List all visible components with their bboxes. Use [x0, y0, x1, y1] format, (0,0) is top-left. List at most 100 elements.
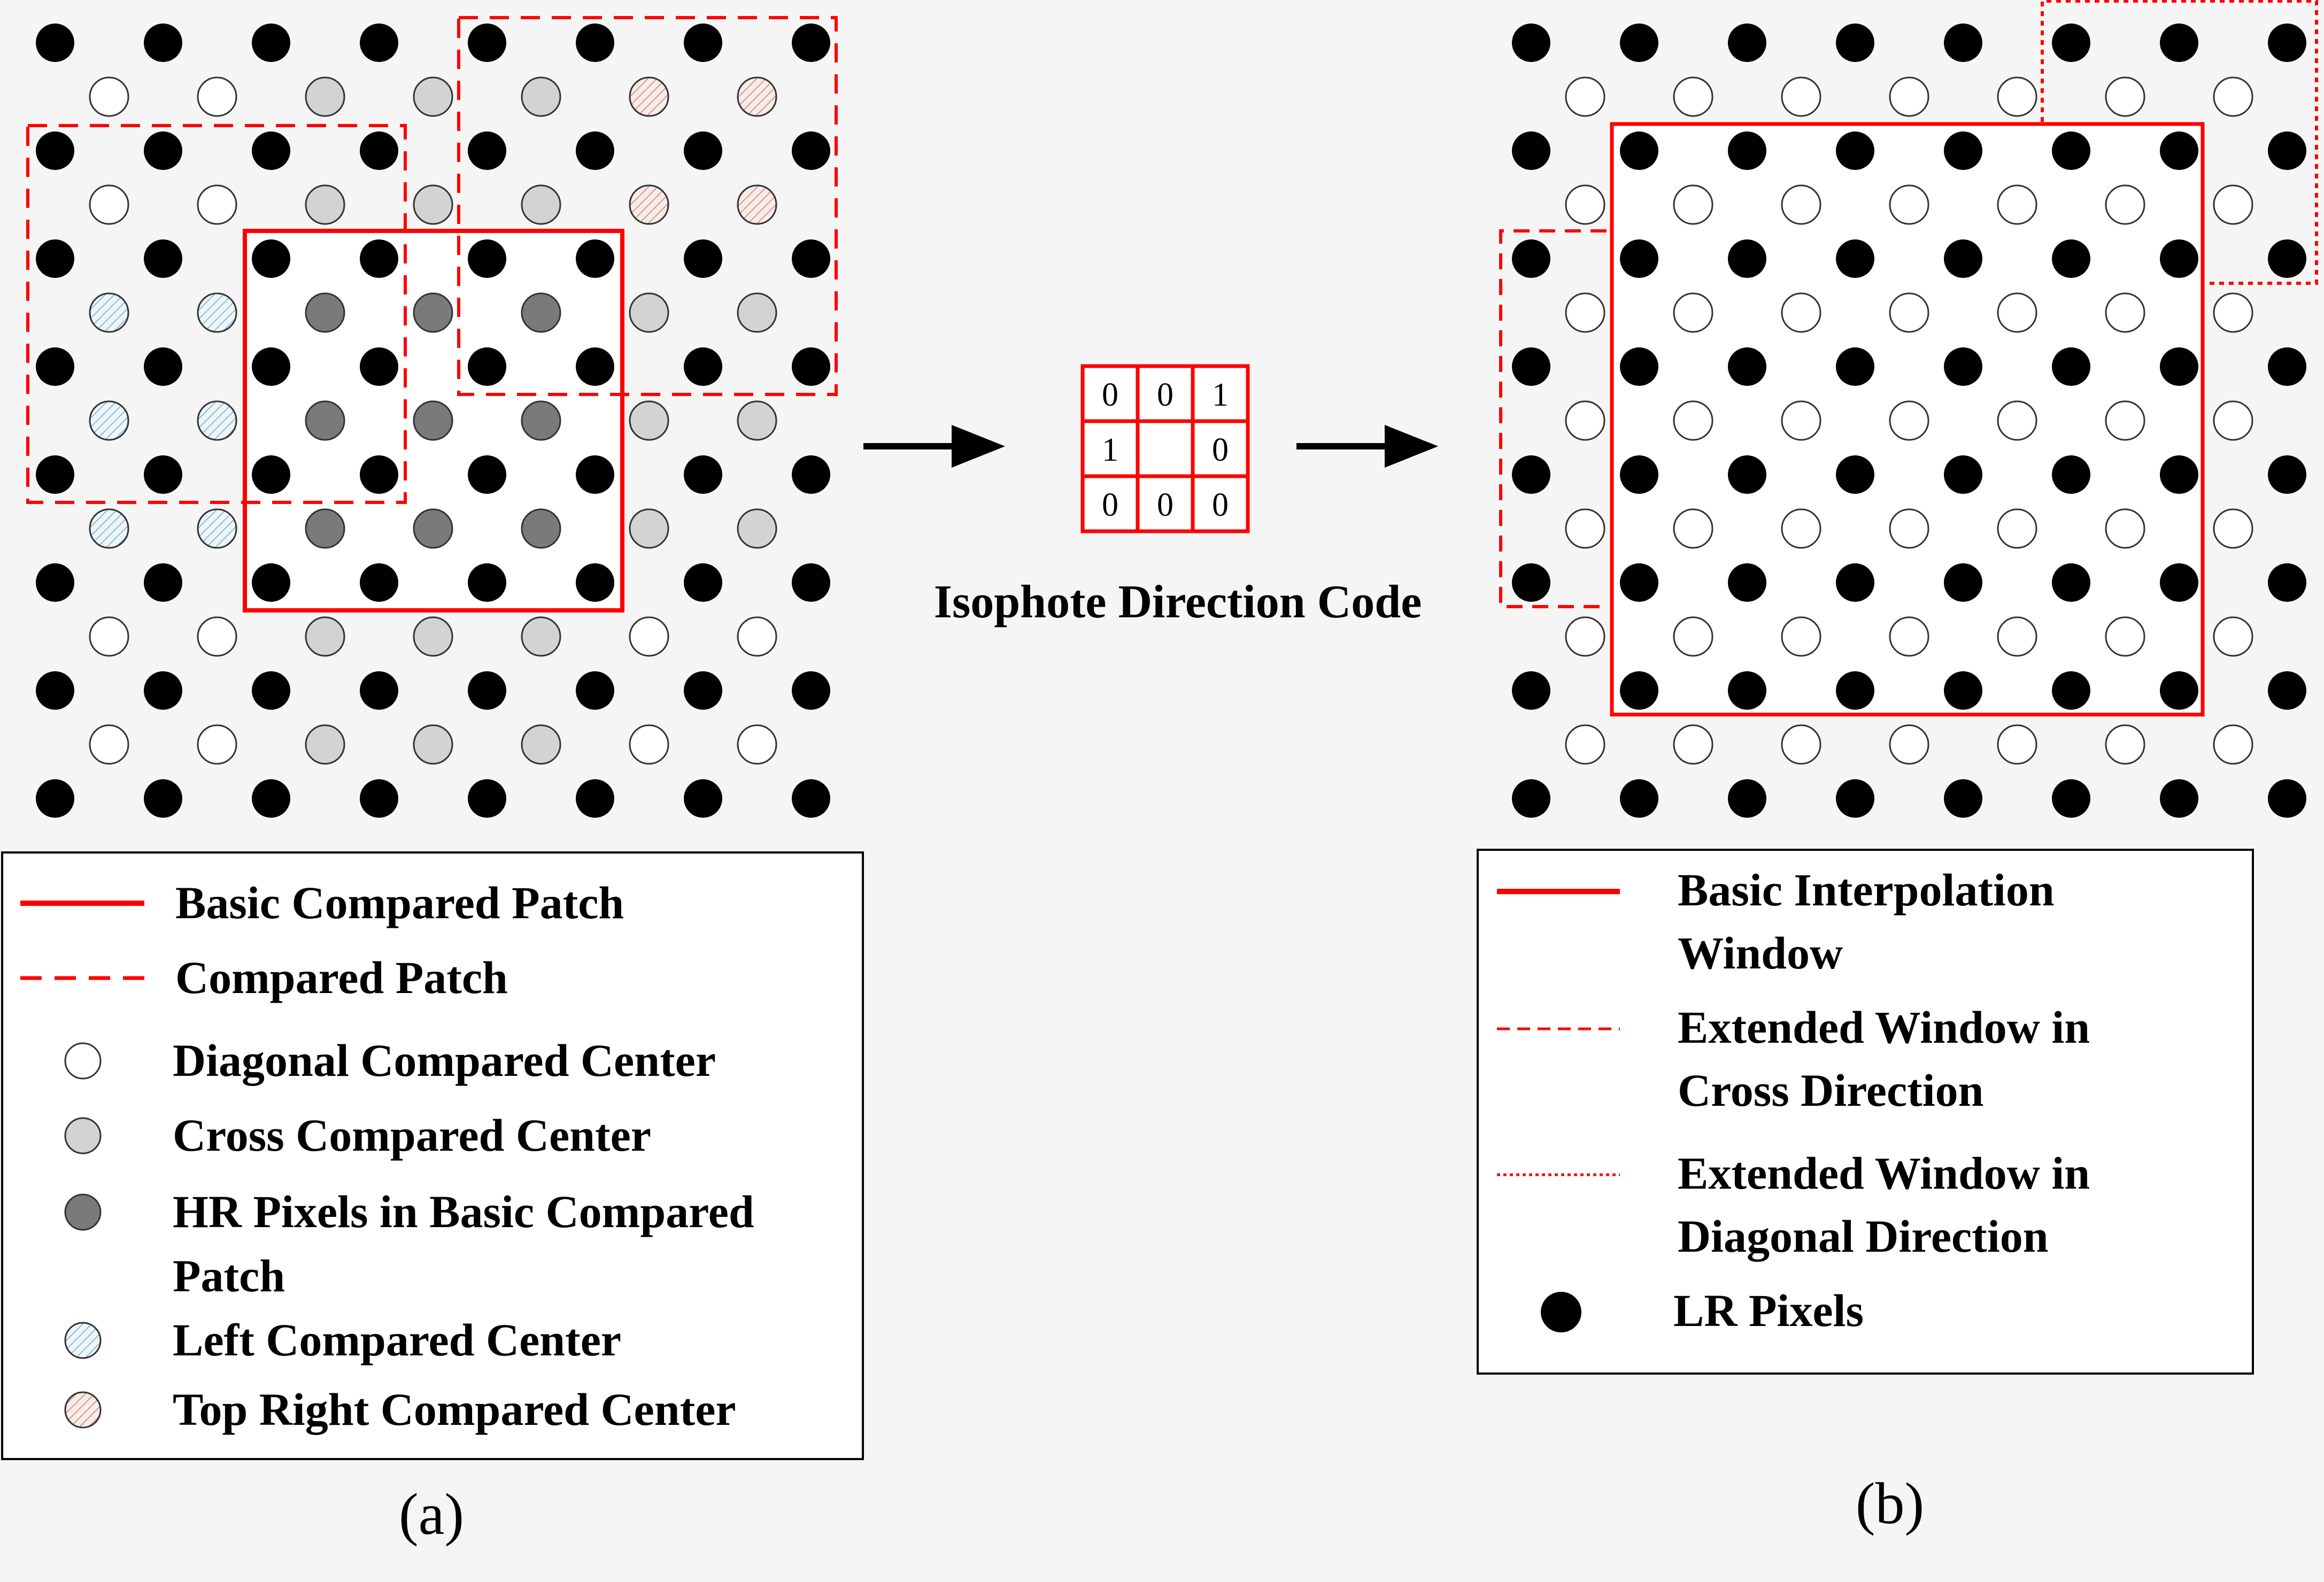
top-right-compared-patch [457, 16, 838, 396]
lr-pixel [468, 239, 506, 278]
legend-a-label: Left Compared Center [173, 1314, 621, 1366]
lr-pixel [2160, 779, 2198, 818]
code-cell [1136, 474, 1195, 533]
hr-pixel [1781, 184, 1821, 225]
diagonal-compared-center [89, 184, 129, 225]
left-compared-center [197, 508, 237, 549]
legend-red-hatched-circle-icon [64, 1391, 102, 1429]
cross-compared-center [413, 184, 453, 225]
code-value: 0 [1102, 377, 1118, 413]
panel-a-caption: (a) [399, 1482, 464, 1547]
hr-pixel [1889, 400, 1929, 441]
basic-compared-patch [243, 229, 624, 612]
legend-b-label: Cross Direction [1678, 1065, 1983, 1116]
lr-pixel [2052, 779, 2090, 818]
legend-b-label: Extended Window in [1678, 1147, 2090, 1199]
lr-pixel [684, 671, 722, 710]
hr-pixel [1889, 184, 1929, 225]
code-value: 1 [1212, 377, 1229, 413]
cross-compared-center [413, 76, 453, 117]
lr-pixel [252, 563, 290, 602]
legend-white-circle-icon [64, 1042, 102, 1080]
legend-b-label: Diagonal Direction [1678, 1211, 2049, 1262]
lr-pixel [36, 239, 74, 278]
legend-darkgray-circle-icon [64, 1193, 102, 1231]
hr-pixel [1889, 508, 1929, 549]
code-value: 0 [1102, 487, 1118, 523]
hr-pixel [1889, 616, 1929, 657]
lr-pixel [1944, 239, 1982, 278]
lr-pixel [576, 671, 614, 710]
hr-pixel [1673, 508, 1713, 549]
legend-a-label: HR Pixels in Basic Compared [173, 1186, 754, 1237]
legend-b-label: Basic Interpolation [1678, 864, 2055, 916]
cross-compared-center [305, 616, 345, 657]
lr-pixel [684, 563, 722, 602]
cross-compared-center [737, 400, 777, 441]
lr-pixel [360, 24, 398, 62]
left-compared-center [197, 292, 237, 333]
code-value: 1 [1102, 432, 1118, 468]
lr-pixel [1512, 671, 1550, 710]
code-value: 0 [1212, 487, 1229, 523]
lr-pixel [2160, 347, 2198, 386]
lr-pixel [2268, 239, 2306, 278]
diagonal-compared-center [197, 184, 237, 225]
lr-pixel [36, 563, 74, 602]
extended-window-diagonal [2041, 0, 2318, 285]
lr-pixel [2160, 239, 2198, 278]
lr-pixel [1512, 455, 1550, 494]
lr-pixel [1728, 131, 1766, 170]
diagonal-compared-center [737, 616, 777, 657]
lr-pixel [252, 131, 290, 170]
lr-pixel [792, 131, 830, 170]
lr-pixel [792, 24, 830, 62]
lr-pixel [1728, 779, 1766, 818]
lr-pixel [1944, 779, 1982, 818]
hr-pixel [521, 508, 561, 549]
hr-pixel [1997, 292, 2037, 333]
lr-pixel [576, 779, 614, 818]
lr-pixel [144, 24, 182, 62]
hr-pixel [2213, 616, 2253, 657]
hr-pixel [1889, 292, 1929, 333]
extended-window-cross [1499, 229, 1607, 608]
legend-a-label: Patch [173, 1250, 285, 1301]
hr-pixel [521, 400, 561, 441]
lr-pixel [360, 131, 398, 170]
lr-pixel [252, 455, 290, 494]
hr-pixel [2213, 724, 2253, 765]
lr-pixel [2268, 779, 2306, 818]
diagonal-compared-center [89, 616, 129, 657]
hr-pixel [2213, 508, 2253, 549]
lr-pixel [2052, 24, 2090, 62]
lr-pixel [2160, 563, 2198, 602]
arrow-left [863, 425, 1005, 468]
panel-b-grid [1499, 0, 2318, 818]
legend-black-circle-icon [1541, 1292, 1581, 1332]
top-right-compared-center [737, 76, 777, 117]
hr-pixel [2213, 400, 2253, 441]
panel-b-pixel-grid [1512, 24, 2306, 818]
lr-pixel [1620, 131, 1658, 170]
hr-pixel [1997, 724, 2037, 765]
lr-pixel [2052, 455, 2090, 494]
hr-pixel [1997, 400, 2037, 441]
isophote-label: Isophote Direction Code [934, 576, 1422, 628]
cross-compared-center [413, 616, 453, 657]
hr-pixel [1781, 76, 1821, 117]
cross-compared-center [413, 724, 453, 765]
lr-pixel [1836, 563, 1874, 602]
hr-pixel [413, 292, 453, 333]
lr-pixel [576, 24, 614, 62]
lr-pixel [1620, 347, 1658, 386]
lr-pixel [2268, 347, 2306, 386]
lr-pixel [2268, 455, 2306, 494]
hr-pixel [1565, 400, 1605, 441]
top-right-compared-center [737, 184, 777, 225]
lr-pixel [144, 347, 182, 386]
top-right-compared-center [629, 184, 669, 225]
legend-blue-hatched-circle-icon [64, 1322, 102, 1359]
